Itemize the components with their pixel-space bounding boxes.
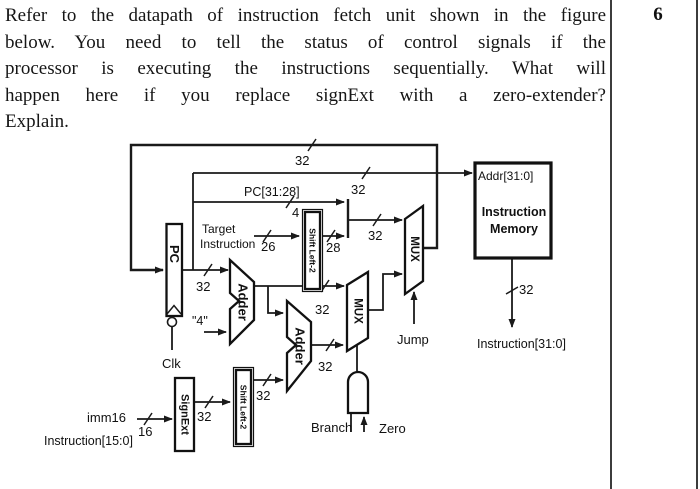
bus-width-label: 4 bbox=[292, 205, 299, 220]
page-edge-line bbox=[696, 0, 698, 489]
bus-width-label: 28 bbox=[326, 240, 340, 255]
wire-mux-to-pc-loop bbox=[129, 143, 439, 274]
target-instruction-label: Instruction bbox=[200, 237, 255, 251]
sign-extend-unit: SignExt bbox=[173, 376, 196, 453]
bus-width-label: 16 bbox=[138, 424, 152, 439]
question-line: happen here if you replace signExt with … bbox=[5, 84, 606, 106]
clock-bubble-icon bbox=[166, 316, 178, 328]
instruction-memory: Addr[31:0] Instruction Memory bbox=[473, 161, 553, 260]
instruction-memory-label: Memory bbox=[490, 222, 538, 236]
column-divider-line bbox=[610, 0, 612, 489]
pc-label: PC bbox=[167, 245, 182, 264]
mux-label: MUX bbox=[408, 236, 420, 262]
bus-width-label: 32 bbox=[318, 359, 332, 374]
adder-branch: Adder bbox=[285, 298, 313, 395]
signext-label: SignExt bbox=[179, 394, 191, 435]
question-line: below. You need to tell the status of co… bbox=[5, 31, 606, 53]
wire-pc-out bbox=[182, 173, 229, 274]
zero-signal-label: Zero bbox=[379, 421, 406, 436]
question-cell: Refer to the datapath of instruction fet… bbox=[5, 3, 606, 136]
shift-left-2-bottom: Shift Left-2 bbox=[232, 366, 255, 448]
bus-width-label: 32 bbox=[519, 282, 533, 297]
shift-left-label: Shift Left-2 bbox=[239, 385, 249, 430]
question-line: Explain. bbox=[5, 111, 69, 132]
instruction-15-0-label: Instruction[15:0] bbox=[44, 434, 133, 448]
clk-label: Clk bbox=[162, 356, 181, 371]
adder-pc4: Adder bbox=[228, 257, 256, 347]
mux-jump: MUX bbox=[403, 203, 425, 297]
imm16-label: imm16 bbox=[87, 410, 126, 425]
shift-left-label: Shift Left-2 bbox=[308, 228, 318, 273]
bus-width-label: 32 bbox=[368, 228, 382, 243]
shift-left-2-top: Shift Left-2 bbox=[301, 208, 324, 293]
bus-width-label: 32 bbox=[315, 302, 329, 317]
bus-width-label: 32 bbox=[295, 153, 309, 168]
wire-branch-mux-out bbox=[368, 270, 403, 311]
pc-bits-label: PC[31:28] bbox=[244, 185, 300, 199]
bus-width-label: 26 bbox=[261, 239, 275, 254]
mux-branch: MUX bbox=[345, 269, 370, 354]
bus-width-label: 32 bbox=[196, 279, 210, 294]
bus-width-label: 32 bbox=[256, 388, 270, 403]
addr-port-label: Addr[31:0] bbox=[478, 169, 533, 183]
wire-pc-plus-4 bbox=[255, 282, 345, 317]
mux-label: MUX bbox=[352, 298, 364, 324]
branch-signal-label: Branch bbox=[311, 420, 352, 435]
bus-width-label: 32 bbox=[197, 409, 211, 424]
instruction-memory-label: Instruction bbox=[482, 205, 547, 219]
instruction-31-0-label: Instruction[31:0] bbox=[477, 337, 566, 351]
adder-label: Adder bbox=[236, 283, 251, 321]
adder-label: Adder bbox=[293, 327, 308, 365]
question-line: processor is executing the instructions … bbox=[5, 58, 606, 79]
jump-signal-label: Jump bbox=[397, 332, 429, 347]
pc-register: PC bbox=[165, 222, 184, 328]
bus-width-label: 32 bbox=[351, 182, 365, 197]
constant-4-label: "4" bbox=[192, 314, 208, 328]
question-line: Refer to the datapath of instruction fet… bbox=[5, 5, 606, 26]
marks-value: 6 bbox=[653, 4, 663, 25]
wire-pc-31-28 bbox=[193, 198, 350, 238]
target-instruction-label: Target bbox=[202, 222, 236, 236]
and-gate bbox=[346, 370, 370, 415]
